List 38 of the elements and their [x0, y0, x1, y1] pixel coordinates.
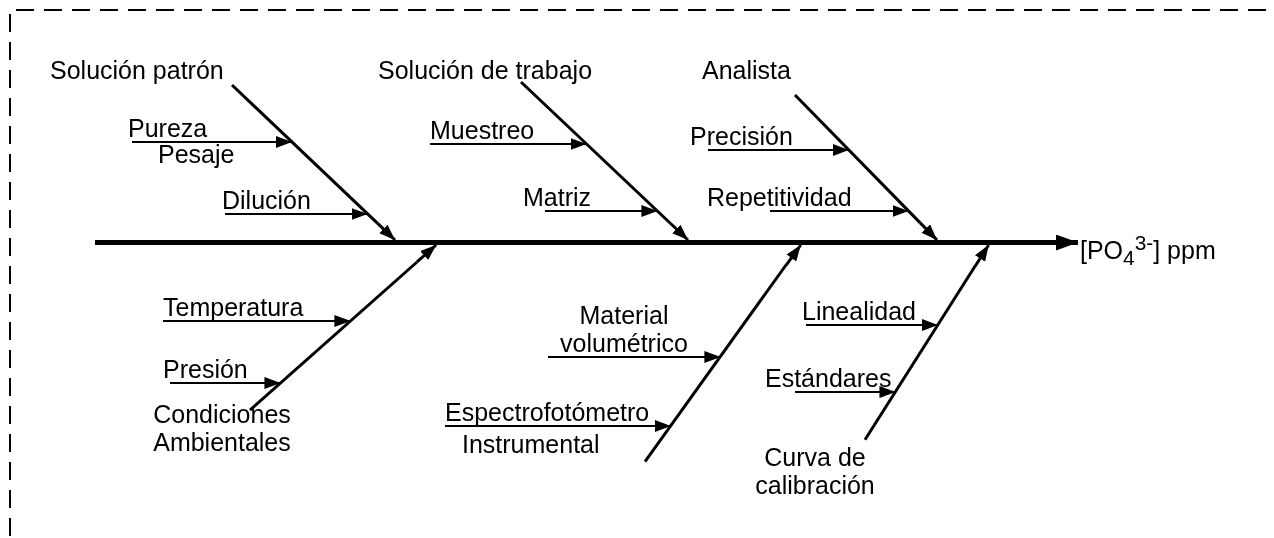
cause-label: Repetitividad — [707, 183, 852, 211]
arrow — [707, 144, 850, 156]
cause-label: Pesaje — [158, 140, 235, 168]
arrow — [376, 222, 397, 242]
cause-label: Pureza — [128, 114, 208, 142]
arrow — [429, 138, 588, 150]
arrow — [416, 243, 438, 264]
cause-label: Estándares — [765, 364, 892, 392]
arrow — [769, 205, 910, 217]
arrow — [162, 315, 352, 327]
category-label: Condiciones Ambientales — [152, 400, 292, 456]
arrow — [131, 136, 293, 148]
arrow — [973, 244, 990, 268]
arrow — [669, 222, 690, 242]
category-label: Analista — [702, 56, 791, 84]
arrow — [805, 319, 939, 331]
category-label: Instrumental — [462, 430, 600, 458]
effect-label: [PO$_{4}$$^{3-}$] ppm — [1080, 229, 1216, 273]
arrow — [444, 420, 672, 432]
category-label: Solución patrón — [50, 56, 224, 84]
cause-label: Material volumétrico — [548, 301, 700, 357]
arrow — [919, 221, 939, 242]
arrow — [169, 377, 282, 389]
cause-label: Espectrofotómetro — [445, 398, 650, 426]
cause-label: Precisión — [690, 122, 793, 150]
cause-label: Temperatura — [163, 293, 304, 321]
arrow — [224, 208, 369, 220]
cause-label: Matriz — [523, 183, 592, 211]
cause-label: Linealidad — [802, 297, 916, 325]
cause-label: Muestreo — [430, 116, 535, 144]
arrow — [1045, 234, 1078, 251]
category-label: Solución de trabajo — [378, 56, 593, 84]
cause-label: Presión — [163, 355, 248, 383]
arrow — [544, 205, 659, 217]
cause-label: Dilución — [222, 186, 311, 214]
arrow — [784, 244, 802, 267]
category-label: Curva de calibración — [754, 443, 876, 499]
arrow — [794, 386, 897, 398]
